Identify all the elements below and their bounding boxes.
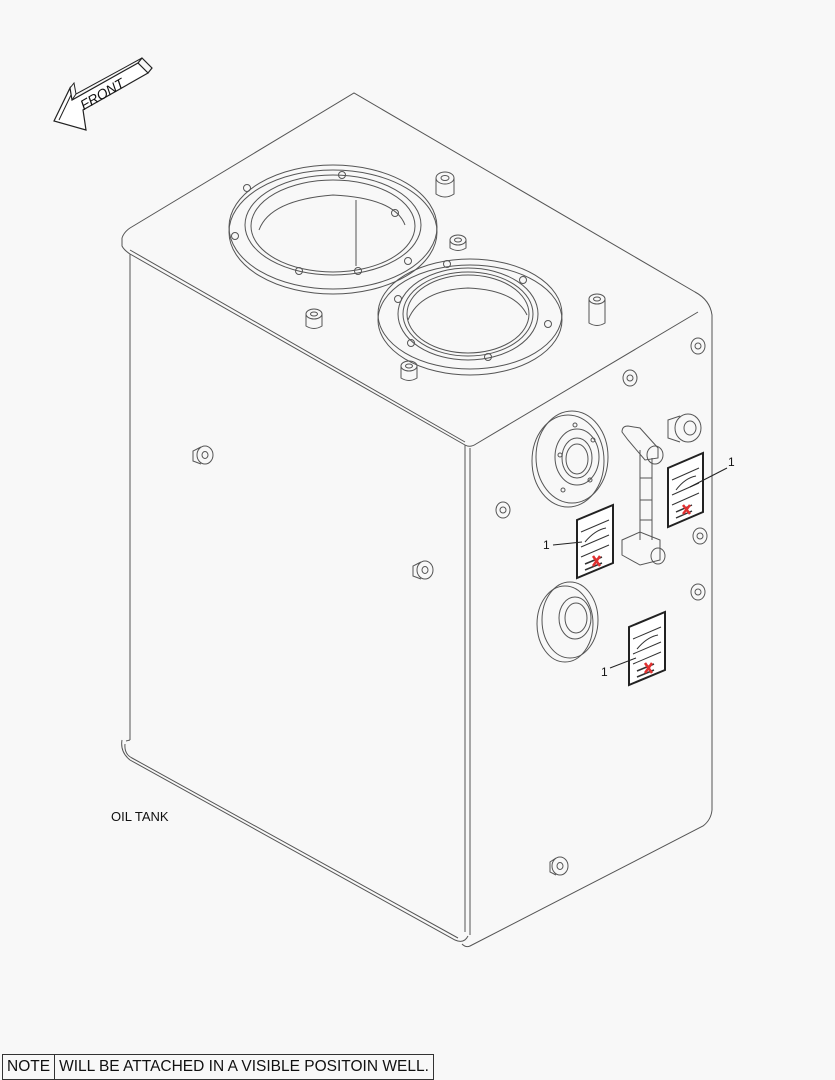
- tank-left-face: [121, 254, 471, 942]
- warning-decal-middle: [576, 503, 614, 580]
- oil-tank-label: OIL TANK: [111, 809, 169, 824]
- side-port-upper: [531, 410, 609, 508]
- top-flange-large: [228, 164, 438, 295]
- callout-number-upper: 1: [728, 455, 735, 469]
- note-box: NOTE WILL BE ATTACHED IN A VISIBLE POSIT…: [2, 1054, 434, 1080]
- note-key: NOTE: [3, 1055, 56, 1079]
- tank-top-face: [121, 92, 713, 447]
- sight-gauge: [621, 425, 666, 566]
- side-port-lower: [536, 581, 599, 663]
- top-flange-small: [377, 258, 563, 376]
- tank-right-face: [461, 320, 713, 948]
- note-text: WILL BE ATTACHED IN A VISIBLE POSITOIN W…: [59, 1058, 429, 1075]
- top-bosses: [305, 171, 606, 381]
- side-bosses: [192, 337, 708, 876]
- warning-decal-lower: [628, 610, 666, 687]
- callout-leaders: [552, 467, 728, 669]
- callout-number-lower: 1: [601, 665, 608, 679]
- front-arrow-icon: [53, 57, 153, 131]
- warning-decal-upper: [667, 451, 704, 529]
- callout-number-middle: 1: [543, 538, 550, 552]
